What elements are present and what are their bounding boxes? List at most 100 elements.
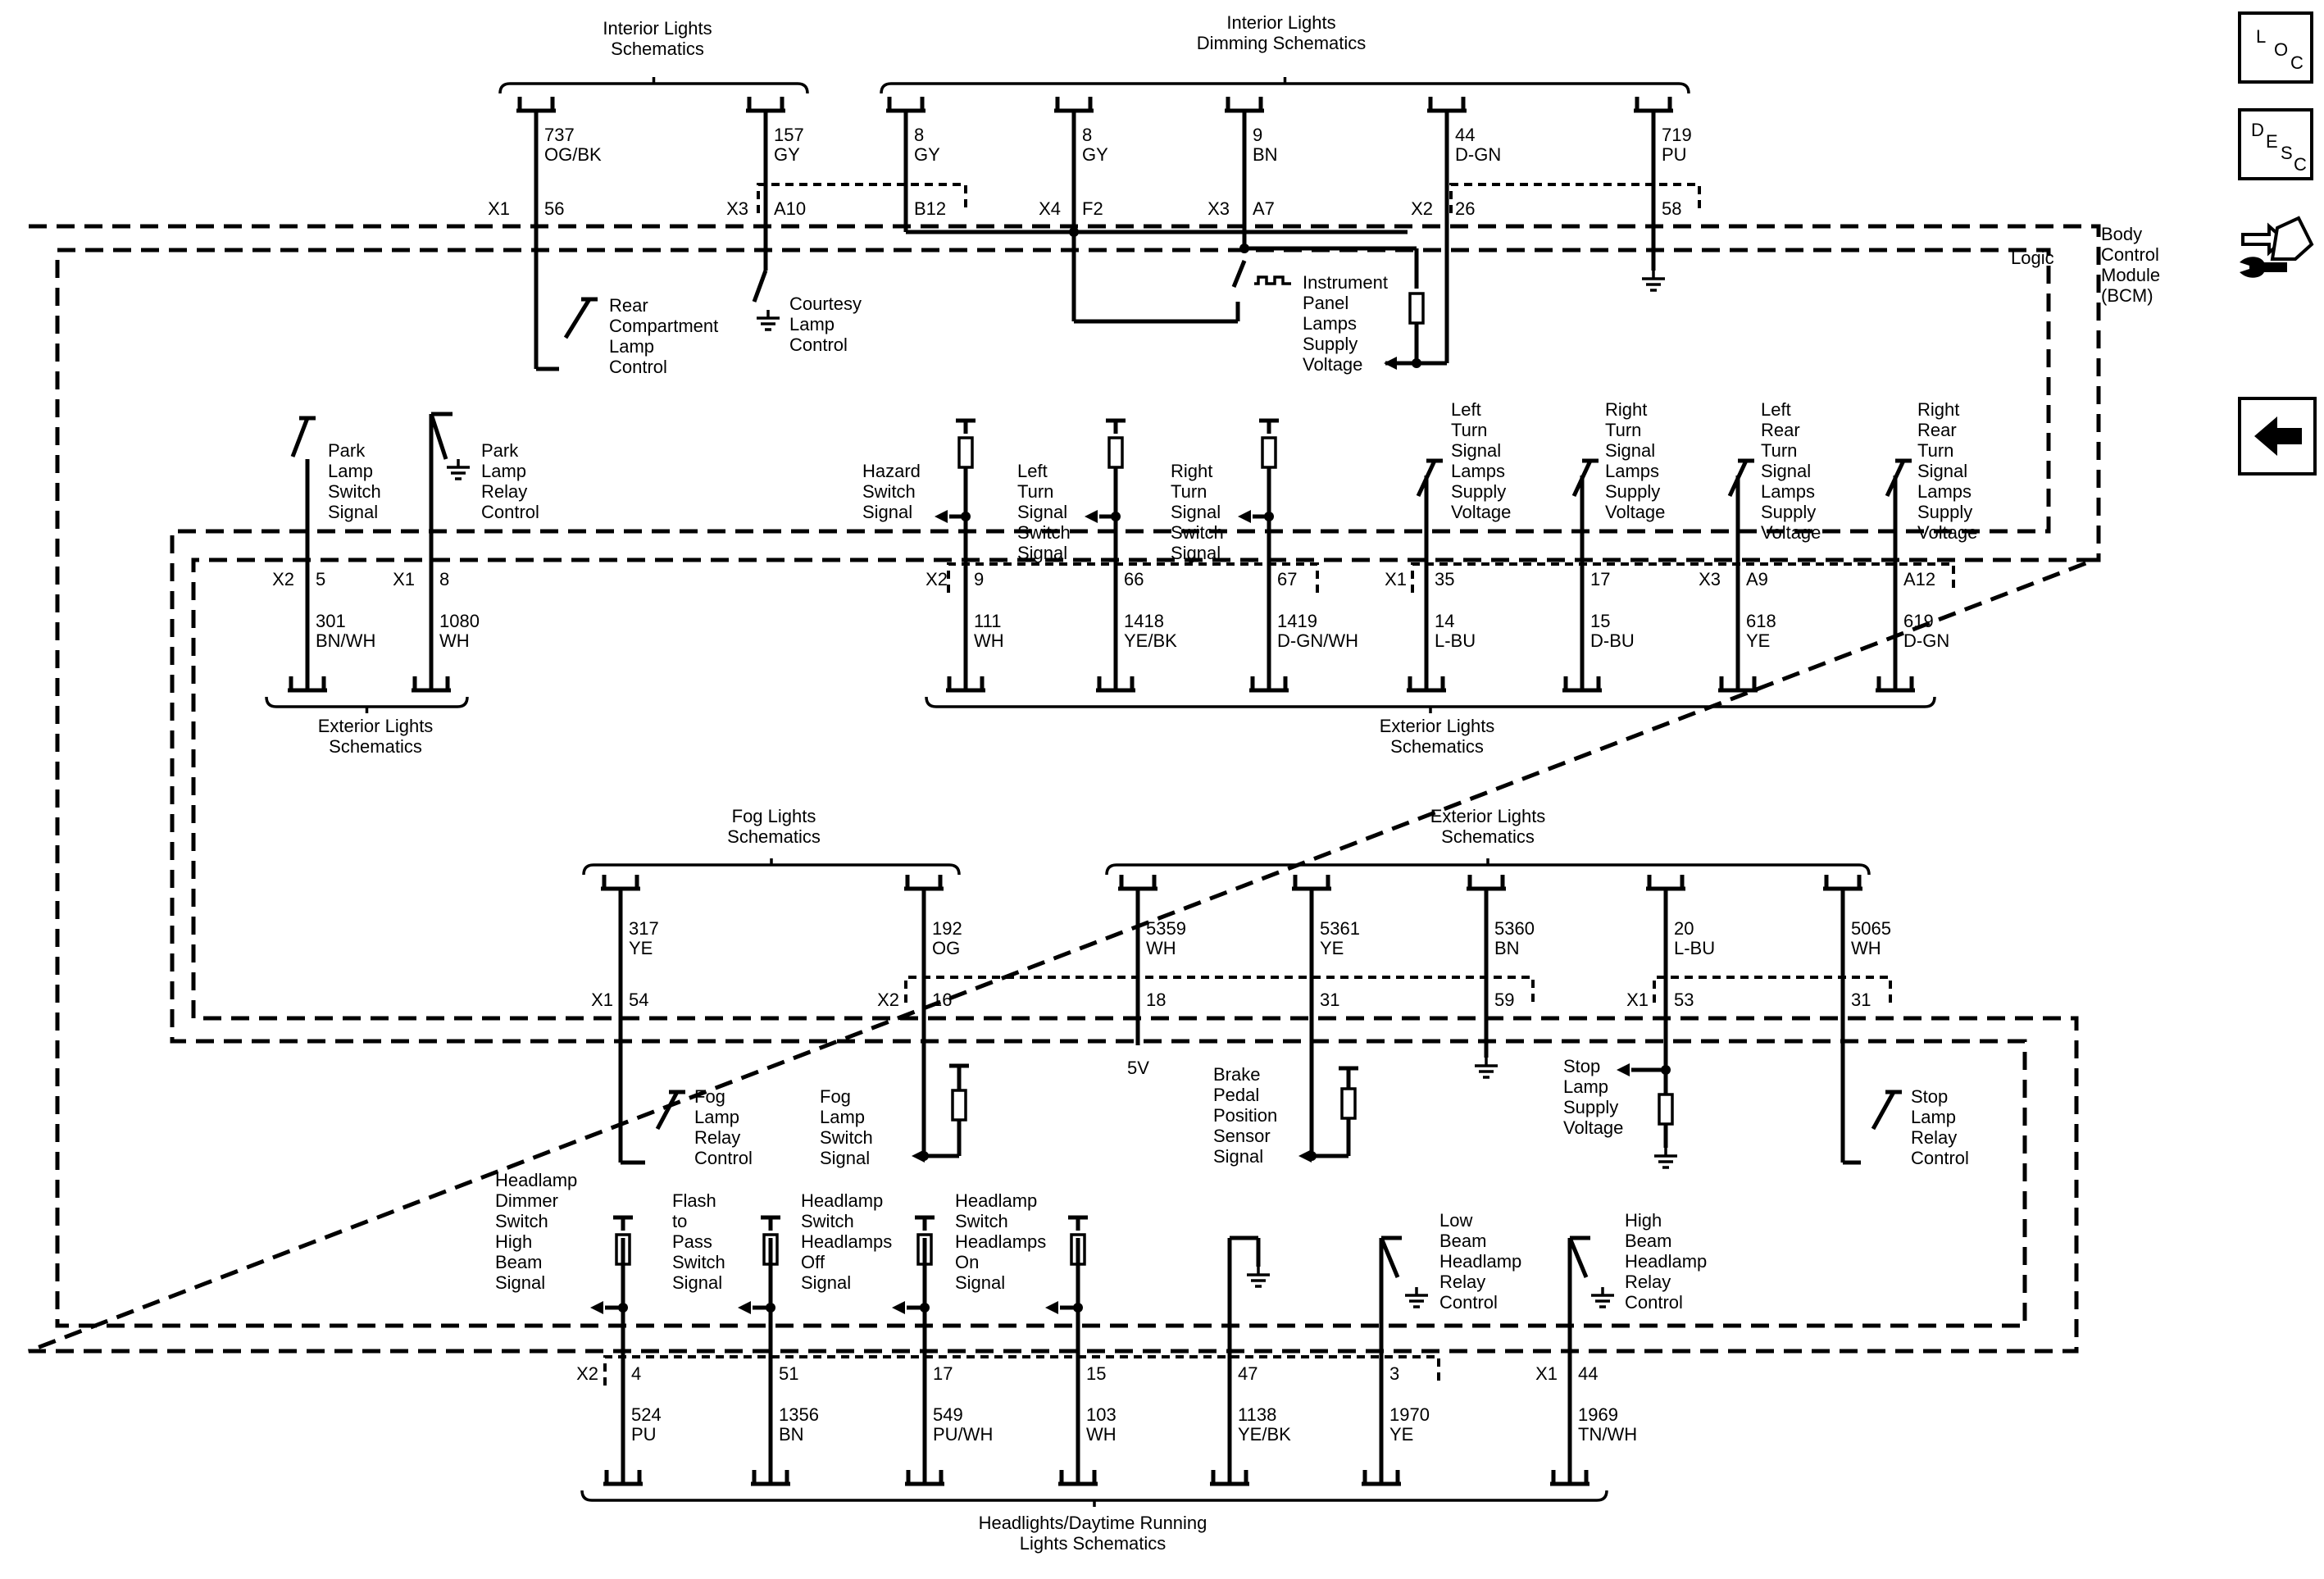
circuit-number: 619 (1903, 611, 1934, 631)
pin-number: 5 (316, 569, 325, 589)
connector-id: X3 (1699, 569, 1721, 589)
pin-number: 54 (629, 990, 648, 1010)
circuit-number: 5065 (1851, 918, 1891, 939)
location-button[interactable]: L O C (2238, 11, 2313, 84)
connector-id: X1 (1535, 1363, 1558, 1384)
connector-terminal (516, 97, 556, 113)
splice-dot (1239, 243, 1249, 253)
logic-label: Logic (2011, 248, 2054, 268)
connector-group-x2-16 (904, 976, 1535, 1003)
arrow-icon (892, 1301, 905, 1314)
wire-color: PU/WH (933, 1424, 993, 1445)
connector-id: X3 (726, 198, 748, 219)
desc-letter-c: C (2294, 154, 2307, 175)
connector-terminal (746, 97, 785, 113)
connector-tool-icon[interactable] (2236, 212, 2318, 285)
pin-number: 4 (631, 1363, 641, 1384)
wire-segment (752, 270, 768, 303)
connector-group-x2-4 (603, 1355, 1440, 1386)
arrow-icon (1045, 1301, 1058, 1314)
wire-color: L-BU (1674, 938, 1715, 958)
description-button[interactable]: D E S C (2238, 108, 2313, 180)
connector-id: X4 (1039, 198, 1061, 219)
arrow-icon (1298, 1149, 1312, 1163)
wire-color: WH (1086, 1424, 1117, 1445)
connector-terminal (904, 875, 944, 891)
circuit-number: 1356 (779, 1404, 819, 1425)
connector-id: X1 (1385, 569, 1407, 589)
resistor-icon (957, 436, 974, 469)
wire-color: YE (629, 938, 653, 958)
resistor-icon (951, 1089, 967, 1122)
connector-group-x1-x3 (1411, 562, 1955, 593)
harness-bracket (880, 77, 1690, 94)
connector-id: X2 (877, 990, 899, 1010)
wire-color: BN (1494, 938, 1520, 958)
wire-color: D-BU (1590, 630, 1635, 651)
pullup-icon (1259, 418, 1279, 434)
circuit-number: 8 (914, 125, 924, 145)
connector-id: X1 (488, 198, 510, 219)
circuit-number: 524 (631, 1404, 662, 1425)
pin-number: A12 (1903, 569, 1935, 589)
ground-icon (1591, 1287, 1614, 1308)
connector-terminal (601, 875, 640, 891)
ground-icon (1405, 1287, 1428, 1308)
circuit-number: 5360 (1494, 918, 1535, 939)
connector-id: X2 (926, 569, 948, 589)
connector-terminal (1823, 875, 1862, 891)
pin-number: 3 (1389, 1363, 1399, 1384)
back-button[interactable] (2238, 397, 2317, 476)
circuit-number: 44 (1455, 125, 1475, 145)
bcm-outer-boundary (28, 224, 2101, 1354)
pin-number: A7 (1253, 198, 1275, 219)
ground-icon (1475, 1058, 1498, 1079)
pullup-icon (613, 1215, 633, 1231)
connector-terminal (1427, 97, 1467, 113)
connector-group-x2 (1449, 183, 1701, 213)
circuit-number: 719 (1662, 125, 1692, 145)
circuit-number: 8 (1082, 125, 1092, 145)
pin-number: 16 (932, 990, 952, 1010)
pullup-icon (949, 1063, 969, 1079)
arrow-icon (935, 510, 948, 523)
pin-number: 15 (1086, 1363, 1106, 1384)
connector-id: X2 (272, 569, 294, 589)
lamp-supply-switch-icon (1885, 459, 1906, 498)
wire-color: OG (932, 938, 960, 958)
wire-color: BN (779, 1424, 804, 1445)
wire-color: D-GN (1903, 630, 1949, 651)
pullup-icon (761, 1215, 780, 1231)
pin-number: 58 (1662, 198, 1681, 219)
pin-number: 44 (1578, 1363, 1598, 1384)
resistor-icon (1658, 1093, 1674, 1126)
pin-number: 9 (974, 569, 984, 589)
wire-color: PU (1662, 144, 1687, 165)
pin-number: 17 (933, 1363, 953, 1384)
pin-number: 18 (1146, 990, 1166, 1010)
circuit-number: 1138 (1238, 1404, 1276, 1425)
pullup-icon (1106, 418, 1126, 434)
circuit-number: 111 (974, 611, 1001, 631)
circuit-number: 549 (933, 1404, 963, 1425)
ground-icon (447, 459, 470, 480)
pin-number: 26 (1455, 198, 1475, 219)
wire-color: YE/BK (1238, 1424, 1291, 1445)
pin-number: 59 (1494, 990, 1514, 1010)
pin-number: 31 (1320, 990, 1339, 1010)
pullup-icon (915, 1215, 935, 1231)
wire-color: WH (1851, 938, 1881, 958)
wire-color: YE (1746, 630, 1770, 651)
park-lamp-switch-icon (290, 417, 310, 457)
connector-terminal (1292, 875, 1331, 891)
